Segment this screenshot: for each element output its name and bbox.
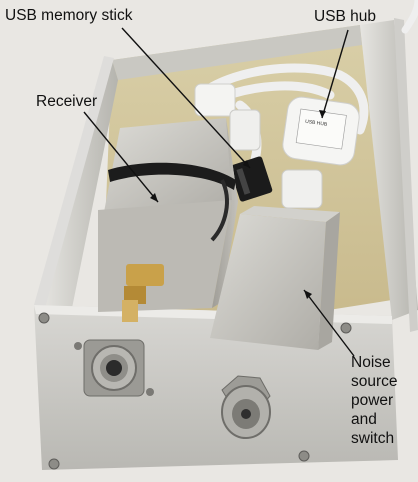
enclosure-right-rim xyxy=(394,18,418,332)
n-connector-hole xyxy=(106,360,122,376)
receiver-box xyxy=(98,118,238,322)
noise-box-top xyxy=(240,206,340,222)
usb-memory-stick xyxy=(229,156,273,202)
usb-hub: USB HUB xyxy=(282,96,360,166)
arrowhead-receiver xyxy=(150,193,158,202)
usb-plug-left xyxy=(194,83,236,117)
cable-exit xyxy=(401,0,418,34)
n-connector-screw-br xyxy=(146,388,154,396)
label-receiver: Receiver xyxy=(36,93,98,110)
sma-connector-body xyxy=(126,264,164,286)
pointer-noise-source xyxy=(303,289,355,357)
receiver-side xyxy=(212,118,238,308)
n-type-connector xyxy=(74,339,154,397)
annotation-lines xyxy=(83,27,355,357)
screw-front-right-top xyxy=(340,322,352,334)
label-usb-memory-stick: USB memory stick xyxy=(5,7,133,24)
usb-hub-sticker-text: USB HUB xyxy=(305,119,329,128)
pointer-usb-stick xyxy=(121,27,251,169)
arrowhead-usb-stick xyxy=(243,160,250,168)
bnc-connector xyxy=(221,375,271,439)
label-usb-hub: USB hub xyxy=(314,8,377,25)
usb-plug-back xyxy=(229,109,261,151)
usb-stick-body xyxy=(229,156,273,202)
cable-tie-tail xyxy=(210,179,229,242)
screw-front-left-bottom xyxy=(48,458,60,470)
usb-stick-highlight xyxy=(236,168,251,195)
noise-box-front xyxy=(210,214,326,350)
usb-plugs xyxy=(194,83,323,209)
pointer-usb-hub xyxy=(321,29,349,119)
receiver-front xyxy=(98,200,232,312)
cable-tie xyxy=(108,162,236,190)
label-noise-source-power-switch: Noise source power and switch xyxy=(351,354,398,447)
n-connector-screw-tl xyxy=(74,342,82,350)
arrowhead-usb-hub xyxy=(319,110,326,118)
enclosure-back-wall xyxy=(112,25,362,80)
sma-connector-nut xyxy=(124,286,146,304)
arrowhead-noise-source xyxy=(304,290,312,299)
sma-connector-pin xyxy=(122,300,138,322)
usb-plug-lower xyxy=(281,169,323,209)
annotation-arrowheads xyxy=(150,110,326,299)
enclosure-left-rim xyxy=(34,56,114,312)
screw-front-left-top xyxy=(38,312,50,324)
cable-main xyxy=(195,63,369,135)
bnc-pin xyxy=(241,409,251,419)
enclosure-right-wall xyxy=(360,20,418,320)
enclosure-screws xyxy=(38,312,352,470)
screw-front-right-bottom xyxy=(298,450,310,462)
pointer-receiver xyxy=(83,111,159,203)
